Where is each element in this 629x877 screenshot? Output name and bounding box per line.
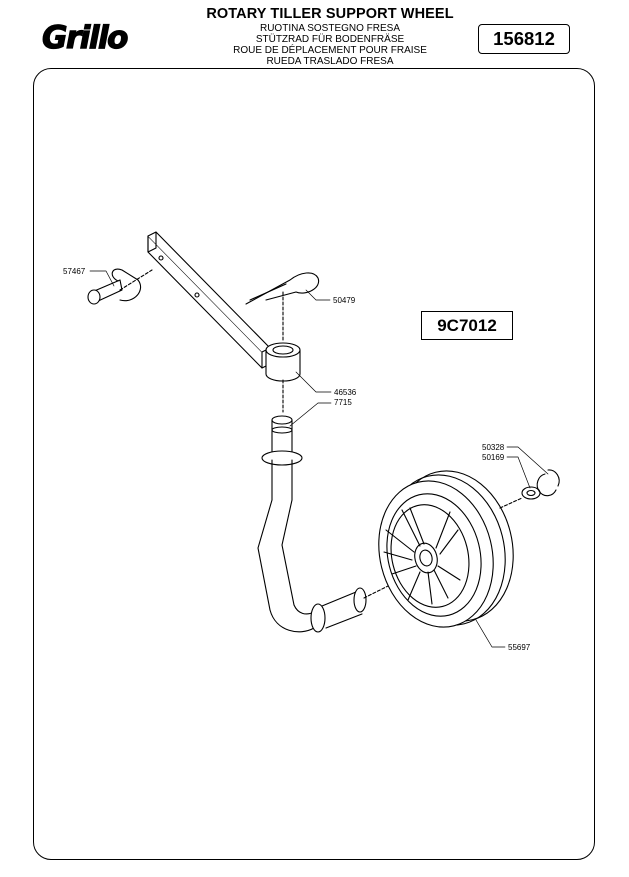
callout-50169: 50169 [482,453,505,462]
page-title: ROTARY TILLER SUPPORT WHEEL [206,6,454,22]
svg-text:Grillo: Grillo [42,22,128,52]
subtitle-fr: ROUE DE DÉPLACEMENT POUR FRAISE [233,45,427,56]
drawing-frame [33,68,595,860]
callout-7715: 7715 [334,398,352,407]
callout-57467: 57467 [63,267,86,276]
bushing [265,342,301,382]
subtitle-es: RUEDA TRASLADO FRESA [266,56,394,67]
fork-shaft [257,379,393,633]
callout-50479: 50479 [333,296,356,305]
title-block: ROTARY TILLER SUPPORT WHEEL RUOTINA SOST… [195,6,465,67]
support-arm [147,231,271,369]
linch-pin [87,268,153,305]
grillo-logo: Grillo [41,22,130,52]
washer-and-circlip [499,469,560,509]
subtitle-it: RUOTINA SOSTEGNO FRESA [259,23,401,34]
model-code: 9C7012 [421,311,513,340]
callout-50328: 50328 [482,443,505,452]
callout-55697: 55697 [508,643,531,652]
spring-clip [245,272,320,341]
document-code: 156812 [478,24,570,54]
callout-46536: 46536 [334,388,357,397]
subtitle-de: STÜTZRAD FÜR BODENFRÄSE [255,34,405,45]
leader-lines [89,270,549,648]
wheel [378,470,514,628]
